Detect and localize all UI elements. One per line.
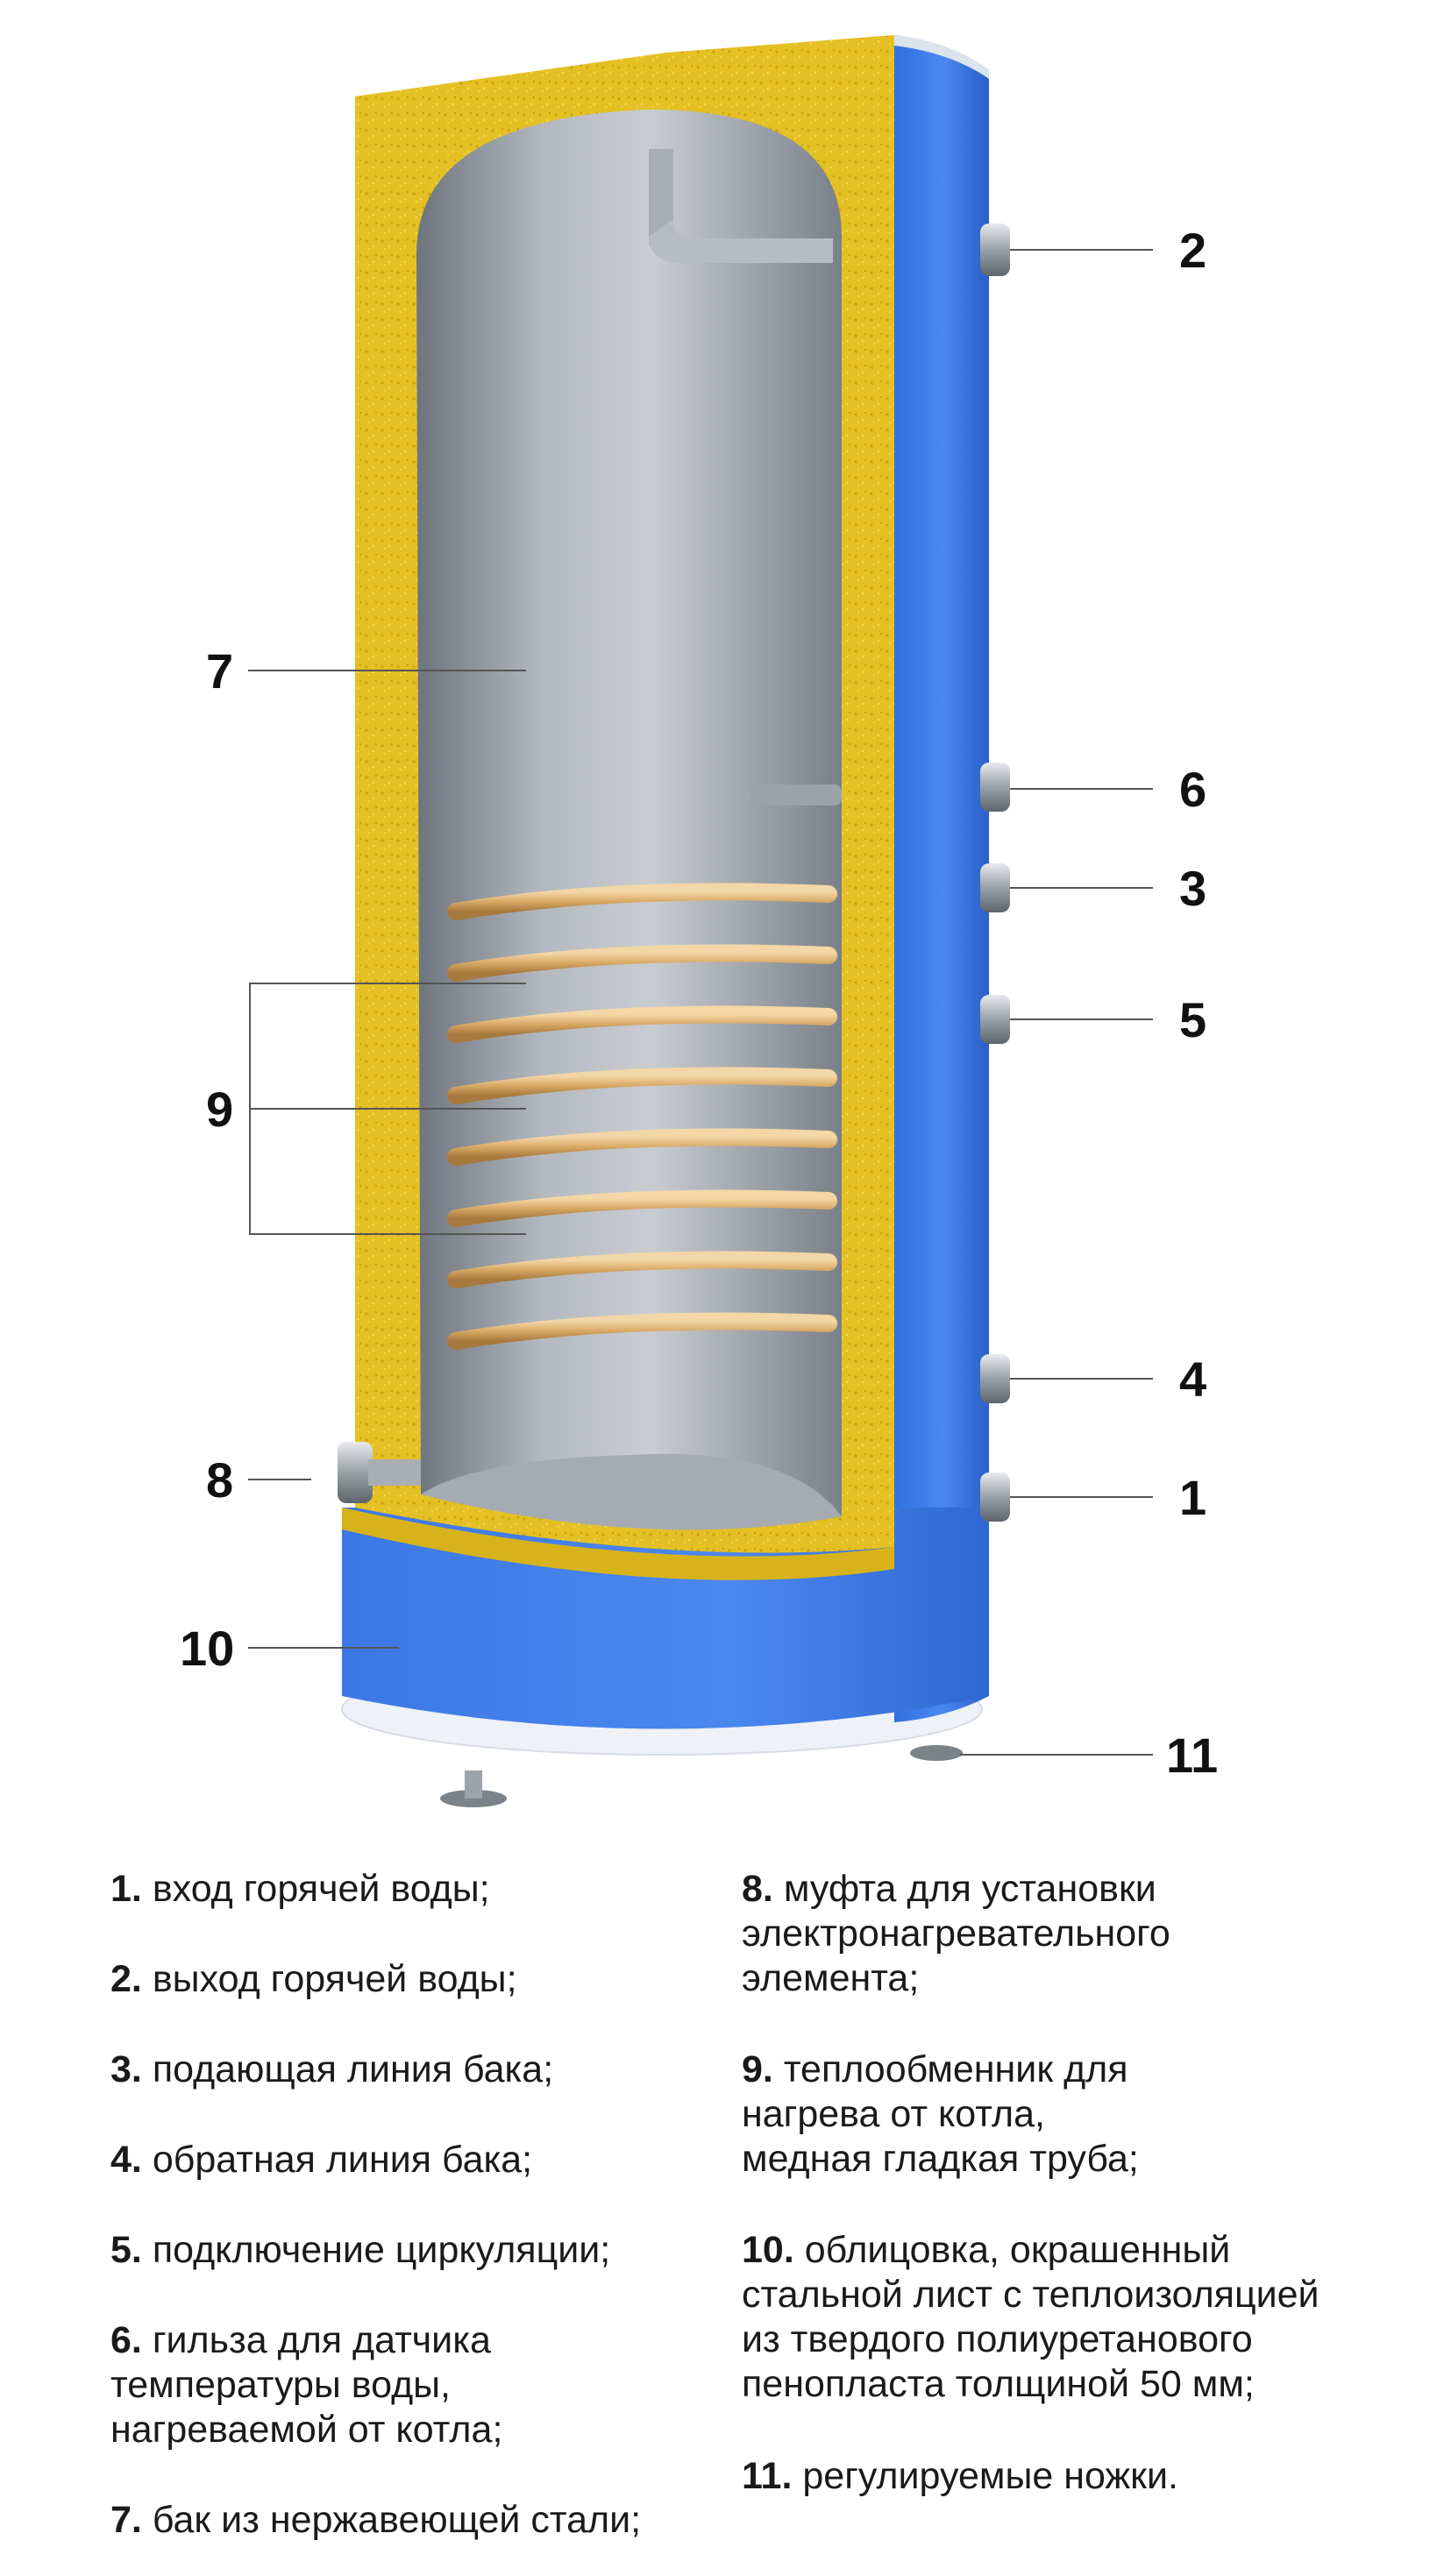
water-heater-diagram: [248, 35, 1153, 1807]
legend-item-8: 8. муфта для установки электронагревател…: [742, 1868, 1170, 1999]
legend-item-4: 4. обратная линия бака;: [110, 2139, 533, 2181]
legend-item-10: 10. облицовка, окрашенный стальной лист …: [742, 2229, 1320, 2405]
callout-6: 6: [1179, 762, 1207, 817]
callout-7: 7: [206, 643, 234, 699]
legend-item-7: 7. бак из нержавеющей стали;: [110, 2499, 642, 2541]
outer-casing: [894, 35, 989, 1722]
callout-5: 5: [1179, 992, 1207, 1047]
leader-lines: [248, 249, 1153, 1756]
sensor-sleeve: [750, 784, 842, 805]
legend-item-1: 1. вход горячей воды;: [110, 1868, 490, 1910]
ports: [980, 224, 1010, 1522]
legend-item-9: 9. теплообменник для нагрева от котла, м…: [742, 2048, 1139, 2180]
callout-2: 2: [1179, 223, 1207, 278]
stainless-tank: [416, 110, 842, 1530]
coil-heat-exchanger: [447, 883, 837, 1350]
callout-10: 10: [180, 1621, 235, 1676]
callout-11: 11: [1166, 1728, 1219, 1783]
legend: 1. вход горячей воды; 2. выход горячей в…: [0, 1841, 1444, 2576]
callout-1: 1: [1179, 1470, 1207, 1525]
legend-item-2: 2. выход горячей воды;: [110, 1958, 517, 2000]
callout-3: 3: [1179, 861, 1207, 916]
callout-9: 9: [206, 1082, 234, 1137]
hot-water-outlet-pipe: [649, 149, 833, 263]
callout-8: 8: [206, 1452, 234, 1508]
legend-item-6: 6. гильза для датчика температуры воды, …: [110, 2319, 503, 2451]
legend-item-5: 5. подключение циркуляции;: [110, 2229, 611, 2271]
adjustable-feet: [440, 1745, 963, 1807]
legend-item-11: 11. регулируемые ножки.: [742, 2455, 1178, 2497]
heater-coupling: [338, 1442, 421, 1503]
callout-4: 4: [1179, 1352, 1207, 1407]
legend-item-3: 3. подающая линия бака;: [110, 2048, 554, 2090]
